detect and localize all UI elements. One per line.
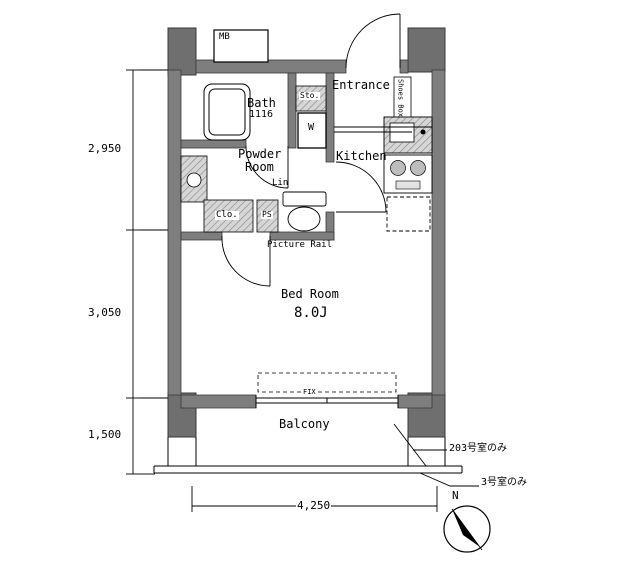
closet <box>203 199 254 233</box>
door-arcs <box>221 13 401 287</box>
toilet <box>282 191 327 232</box>
meter-box-label: MB <box>219 32 230 42</box>
pipe-space-label: PS <box>261 210 273 220</box>
fridge-space <box>386 196 431 232</box>
dimension-balcony-label: 1,500 <box>88 428 122 441</box>
washer-label: W <box>308 122 315 133</box>
shoes-box-label: Shoes Box <box>396 79 405 117</box>
bedroom-size-label: 8.0J <box>294 305 328 321</box>
dimension-bedroom-label: 3,050 <box>88 306 122 319</box>
kitchen-sink <box>383 116 433 154</box>
powder-room-label-line1: Powder <box>238 147 282 161</box>
closet-label: Clo. <box>215 210 239 221</box>
balcony-edge <box>153 437 463 474</box>
powder-door-arc <box>335 161 387 213</box>
balcony-label: Balcony <box>279 417 330 431</box>
wall-pillars <box>167 27 446 438</box>
entrance-label: Entrance <box>332 78 390 92</box>
entrance-door-arc <box>345 13 401 69</box>
dimension-lines <box>126 69 438 512</box>
dimension-upper-label: 2,950 <box>88 142 122 155</box>
bedroom-label: Bed Room <box>281 287 339 301</box>
bath-door-arc <box>245 145 289 189</box>
bedroom-door-arc <box>221 235 271 287</box>
walls <box>167 59 446 409</box>
window-zone-dashed <box>257 372 397 393</box>
note-room-203: 203号室のみ <box>449 443 508 454</box>
powder-room-label-line2: Room <box>245 160 274 174</box>
kitchen-label: Kitchen <box>336 149 387 163</box>
balcony-window <box>255 395 399 408</box>
compass-north-label: N <box>452 489 459 502</box>
meter-box <box>213 29 269 63</box>
picture-rail-label: Picture Rail <box>267 240 333 250</box>
bath-label: Bath <box>247 96 276 110</box>
compass <box>443 505 491 553</box>
washer-space <box>297 112 327 149</box>
stove <box>383 154 433 194</box>
note-room-3: 3号室のみ <box>481 477 528 488</box>
vanity <box>180 155 208 203</box>
partition-leaders <box>393 423 479 487</box>
dimension-width-label: 4,250 <box>296 499 332 512</box>
bath-size-label: 1116 <box>249 109 274 120</box>
fix-window-label: FIX <box>302 388 317 397</box>
bathtub <box>203 83 251 141</box>
storage-label: Sto. <box>299 91 321 101</box>
entrance-step <box>334 126 432 133</box>
linen-label: Lin <box>272 178 289 188</box>
